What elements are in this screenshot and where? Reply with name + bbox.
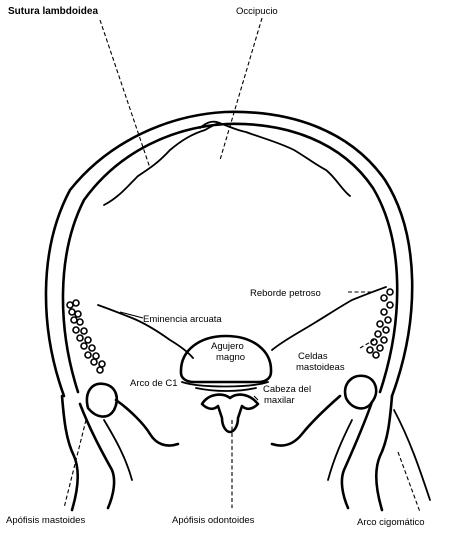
- atlas-arch: [181, 381, 269, 388]
- ramus-left-inner: [78, 402, 116, 510]
- petrous-ridge-right: [271, 286, 387, 351]
- styloid-right: [327, 419, 353, 481]
- foramen-magnum: [179, 334, 273, 384]
- leader-celdas: [359, 339, 375, 349]
- odontoid-process: [200, 393, 260, 434]
- skull-inner-contour: [61, 122, 399, 394]
- leader-sutura: [99, 19, 151, 169]
- ramus-right-inner: [340, 400, 374, 510]
- label-arco-c1: Arco de C1: [130, 378, 178, 389]
- label-agujero-magno-line2: magno: [216, 352, 245, 363]
- label-celdas-mastoideas-line2: mastoideas: [296, 362, 345, 373]
- zygoma-left-lower: [114, 398, 180, 447]
- skull-outer-contour: [44, 110, 414, 398]
- atlas-arch-lower: [195, 387, 257, 392]
- lambdoid-suture: [103, 122, 351, 206]
- label-arco-cigomatico: Arco cigomático: [357, 517, 425, 528]
- leader-occipucio: [219, 17, 263, 161]
- styloid-left: [103, 419, 133, 481]
- label-reborde-petroso: Reborde petroso: [250, 288, 321, 299]
- zygoma-right-lower: [270, 394, 342, 447]
- label-occipucio: Occipucio: [236, 6, 278, 17]
- leader-cigomatico: [397, 451, 421, 513]
- mastoid-cells-left: [66, 299, 106, 374]
- mastoid-process-left: [85, 382, 118, 418]
- label-cabeza-maxilar-line1: Cabeza del: [263, 384, 311, 395]
- label-apofisis-mastoides: Apófisis mastoides: [6, 515, 85, 526]
- ramus-right: [375, 394, 394, 512]
- ramus-left: [60, 394, 79, 512]
- label-celdas-mastoideas-line1: Celdas: [298, 351, 328, 362]
- zygomatic-arch-right: [393, 409, 431, 501]
- leader-mastoides: [63, 419, 87, 509]
- leader-eminencia: [119, 311, 144, 319]
- petrous-ridge-left: [97, 304, 194, 359]
- label-eminencia-arcuata: Eminencia arcuata: [143, 314, 222, 325]
- mastoid-process-right: [343, 374, 378, 410]
- label-cabeza-maxilar-line2: maxilar: [264, 395, 295, 406]
- label-sutura-lambdoidea: Sutura lambdoidea: [8, 6, 98, 17]
- leader-cabeza: [253, 395, 259, 401]
- label-apofisis-odontoides: Apófisis odontoides: [172, 515, 255, 526]
- label-agujero-magno-line1: Agujero: [211, 341, 244, 352]
- mastoid-cells-right: [366, 288, 394, 359]
